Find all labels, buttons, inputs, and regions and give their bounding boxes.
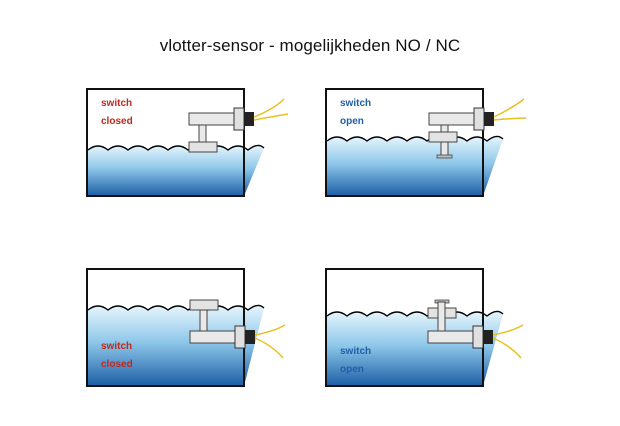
tank-bottom-left-label-switch: switch (101, 341, 133, 352)
tank-top-right-label-state: open (340, 116, 364, 127)
float-sensor (188, 98, 289, 153)
float-sensor (428, 98, 527, 159)
float-sensor (427, 299, 524, 359)
tank-top-right-drawing (325, 88, 527, 197)
tank-top-right-label-switch: switch (340, 98, 372, 109)
tank-top-left: switch closed (86, 88, 289, 198)
float-sensor (189, 299, 286, 359)
tank-top-left-label-state: closed (101, 116, 133, 127)
tank-top-right: switch open (325, 88, 527, 198)
tank-top-left-label-switch: switch (101, 98, 133, 109)
tank-top-left-drawing (86, 88, 289, 197)
tank-bottom-right-drawing (325, 268, 524, 387)
tank-bottom-right-label-switch: switch (340, 346, 372, 357)
tank-bottom-left-label-state: closed (101, 359, 133, 370)
tank-bottom-right-label-state: open (340, 364, 364, 375)
tank-bottom-left-drawing (86, 268, 286, 387)
diagram-title: vlotter-sensor - mogelijkheden NO / NC (159, 36, 461, 55)
tank-bottom-right: switch open (325, 268, 524, 387)
tank-bottom-left: switch closed (86, 268, 286, 387)
